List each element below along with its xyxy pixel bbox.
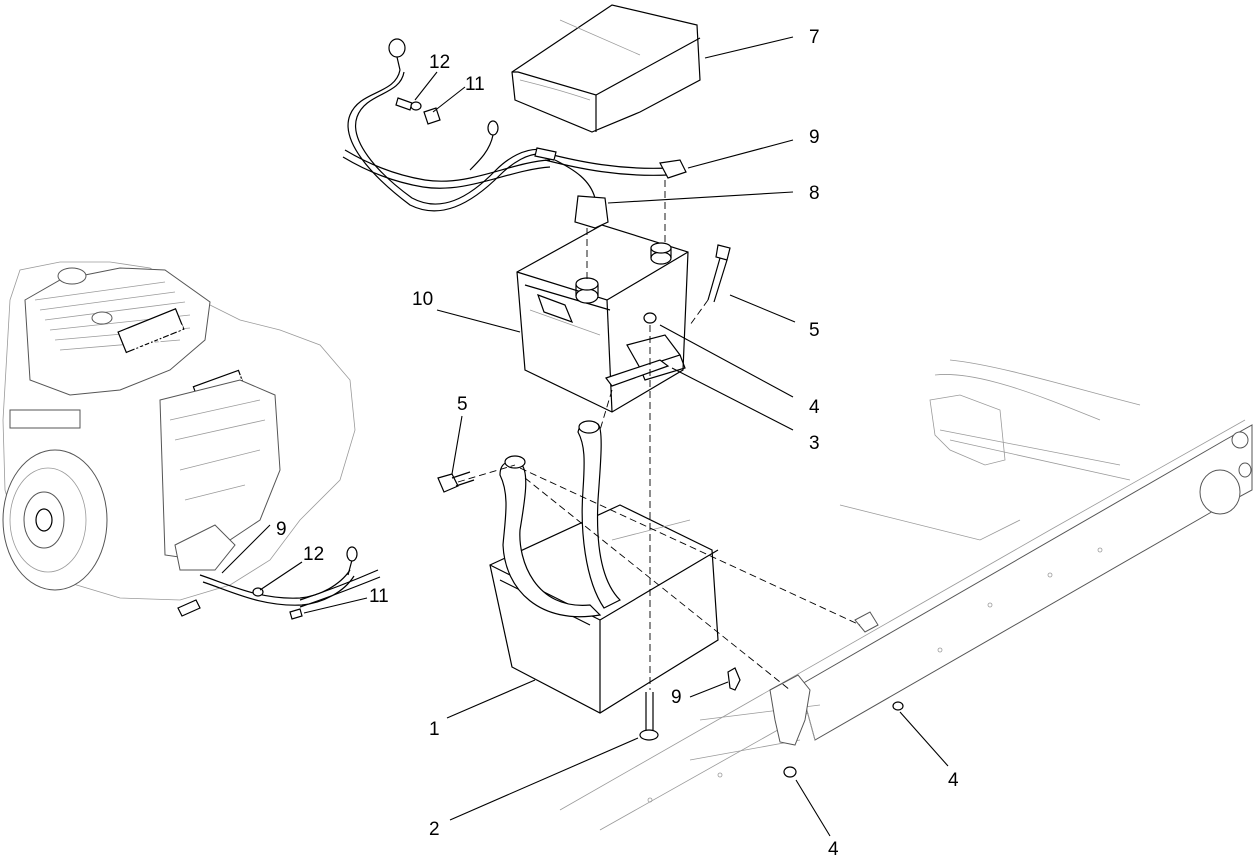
bolt-top <box>423 107 441 125</box>
callout-4-right: 4 <box>948 770 959 791</box>
callout-12-engine: 12 <box>303 544 324 565</box>
callout-4-top: 4 <box>809 397 820 418</box>
terminal-boot <box>574 195 609 229</box>
callout-5-left: 5 <box>457 394 468 415</box>
engine-bolt <box>289 608 303 620</box>
hold-down-bracket <box>605 312 686 387</box>
callout-12-top: 12 <box>429 52 450 73</box>
battery <box>516 224 689 413</box>
frame-cable-end <box>727 667 741 691</box>
engine-flywheel-screen <box>2 449 108 591</box>
callout-11-top: 11 <box>465 74 485 95</box>
callout-10: 10 <box>412 289 433 310</box>
callout-labels: 7 9 8 10 5 4 3 5 9 12 11 1 2 9 4 4 12 11 <box>276 27 959 860</box>
callout-5-right: 5 <box>809 320 820 341</box>
battery-cables <box>342 38 687 229</box>
engine: KOHLER KOHLER <box>2 261 356 601</box>
callout-8: 8 <box>809 183 820 204</box>
callout-1: 1 <box>429 719 440 740</box>
callout-2: 2 <box>429 819 440 840</box>
callout-4-bottom: 4 <box>828 839 839 860</box>
callout-3: 3 <box>809 433 820 454</box>
carriage-bolt <box>639 692 659 741</box>
frame-nut-bottom <box>783 766 797 778</box>
top-nut <box>643 312 657 324</box>
bolt-right <box>707 244 731 303</box>
callout-7: 7 <box>809 27 820 48</box>
battery-cover <box>511 4 701 133</box>
callout-11-engine: 11 <box>369 586 389 607</box>
washer-top <box>410 101 422 111</box>
bolt-left <box>437 471 475 493</box>
callout-9-engine: 9 <box>276 519 287 540</box>
callout-9-top: 9 <box>809 127 820 148</box>
callout-9-frame: 9 <box>671 687 682 708</box>
battery-tray <box>489 420 719 714</box>
chassis-frame <box>559 359 1253 831</box>
alignment-lines <box>457 180 861 691</box>
frame-nut-right <box>892 701 904 711</box>
engine-ground-cable <box>177 546 381 620</box>
leader-lines <box>221 36 949 837</box>
